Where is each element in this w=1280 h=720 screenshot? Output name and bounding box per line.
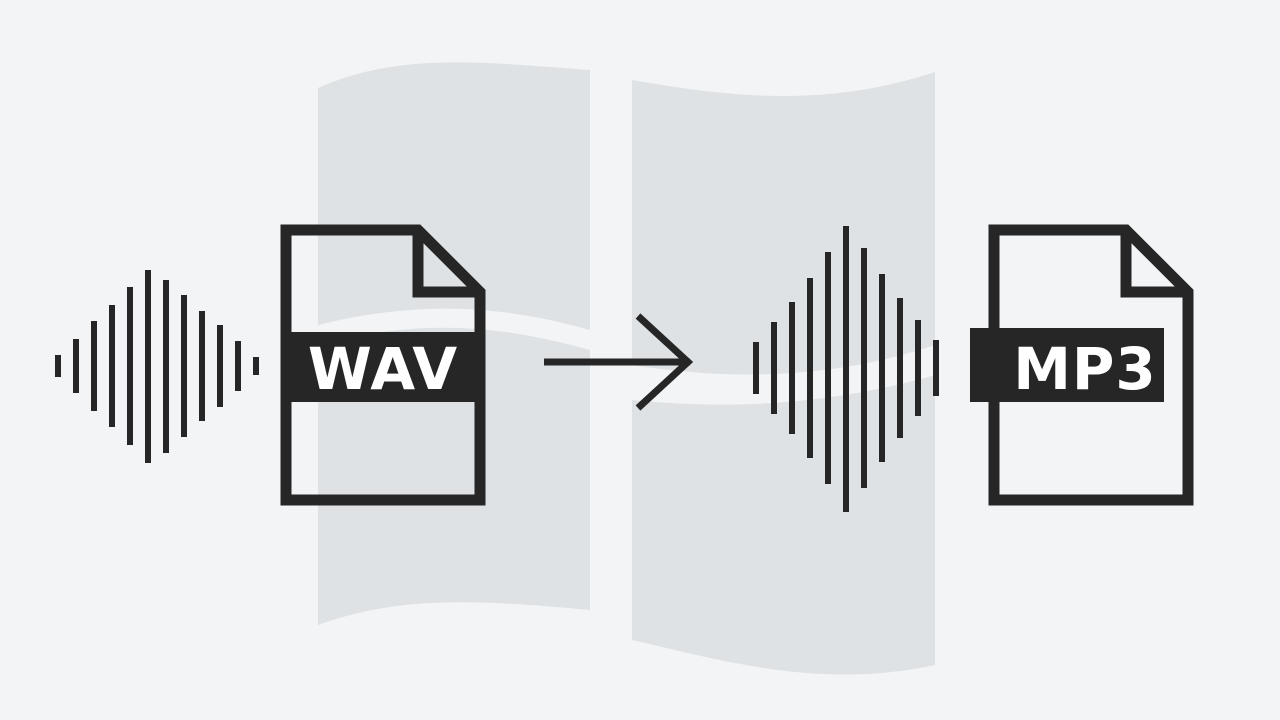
source-format-label: WAV (307, 335, 459, 403)
sound-wave-icon (55, 270, 259, 463)
audio-file-icon (970, 224, 1194, 506)
audio-file-icon (280, 224, 486, 506)
sound-wave-icon (753, 226, 939, 512)
right-arrow-icon (544, 313, 694, 411)
target-format-label: MP3 (1013, 335, 1157, 403)
